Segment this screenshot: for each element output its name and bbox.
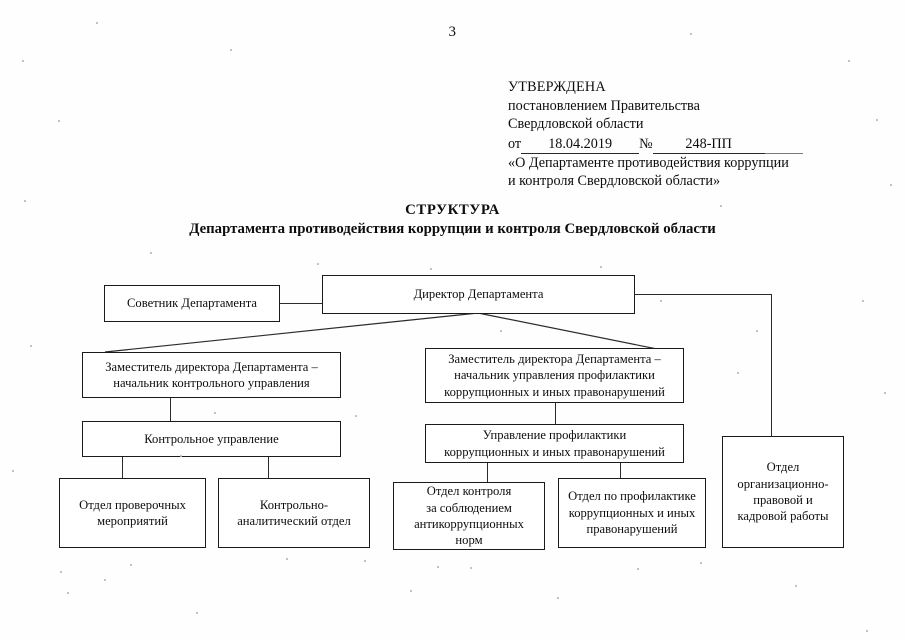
node-analytic-unit[interactable]: Контрольно-аналитический отдел xyxy=(218,478,370,548)
connector-controldept-analytic xyxy=(268,456,270,478)
node-deputy-director-prevention[interactable]: Заместитель директора Департамента –нача… xyxy=(425,348,684,403)
node-director[interactable]: Директор Департамента xyxy=(322,275,635,314)
number-label: № xyxy=(639,135,653,152)
connector-preventdept-compliance xyxy=(487,462,489,482)
node-advisor[interactable]: Советник Департамента xyxy=(104,285,280,322)
connector-preventdept-prevention xyxy=(620,462,622,482)
approval-block: УТВЕРЖДЕНА постановлением Правительства … xyxy=(508,78,838,191)
node-director-label: Директор Департамента xyxy=(413,287,544,302)
node-deputy-director-control-label: Заместитель директора Департамента –нача… xyxy=(105,359,318,390)
approval-line-3: Свердловской области xyxy=(508,116,644,133)
connector-deputyprevent-preventdept xyxy=(555,402,557,424)
node-deputy-director-prevention-label: Заместитель директора Департамента –нача… xyxy=(444,351,665,399)
number-value: 248-ПП xyxy=(652,135,765,155)
approval-line-2: постановлением Правительства xyxy=(508,97,700,114)
node-control-department-label: Контрольное управление xyxy=(144,431,279,446)
approval-line-6: и контроля Свердловской области» xyxy=(508,173,721,190)
connector-director-legalhr-vertical xyxy=(771,294,773,436)
node-advisor-label: Советник Департамента xyxy=(127,296,257,311)
page-subtitle: Департамента противодействия коррупции и… xyxy=(189,221,716,237)
date-label: от xyxy=(508,135,522,152)
date-value: 18.04.2019 xyxy=(521,135,640,155)
connector-director-legalhr-horizontal xyxy=(635,294,772,296)
connector-controldept-inspect xyxy=(122,456,124,478)
node-control-department[interactable]: Контрольное управление xyxy=(82,421,341,457)
node-deputy-director-control[interactable]: Заместитель директора Департамента –нача… xyxy=(82,352,341,398)
connector-deputycontrol-controldept xyxy=(170,397,172,421)
connector-director-advisor xyxy=(279,303,324,305)
approval-line-5: «О Департаменте противодействия коррупци… xyxy=(508,154,789,171)
page-number: 3 xyxy=(448,24,457,40)
node-analytic-unit-label: Контрольно-аналитический отдел xyxy=(237,497,351,528)
page-title: СТРУКТУРА xyxy=(405,202,500,218)
date-line-tail xyxy=(764,135,803,155)
approval-line-1: УТВЕРЖДЕНА xyxy=(508,79,606,95)
